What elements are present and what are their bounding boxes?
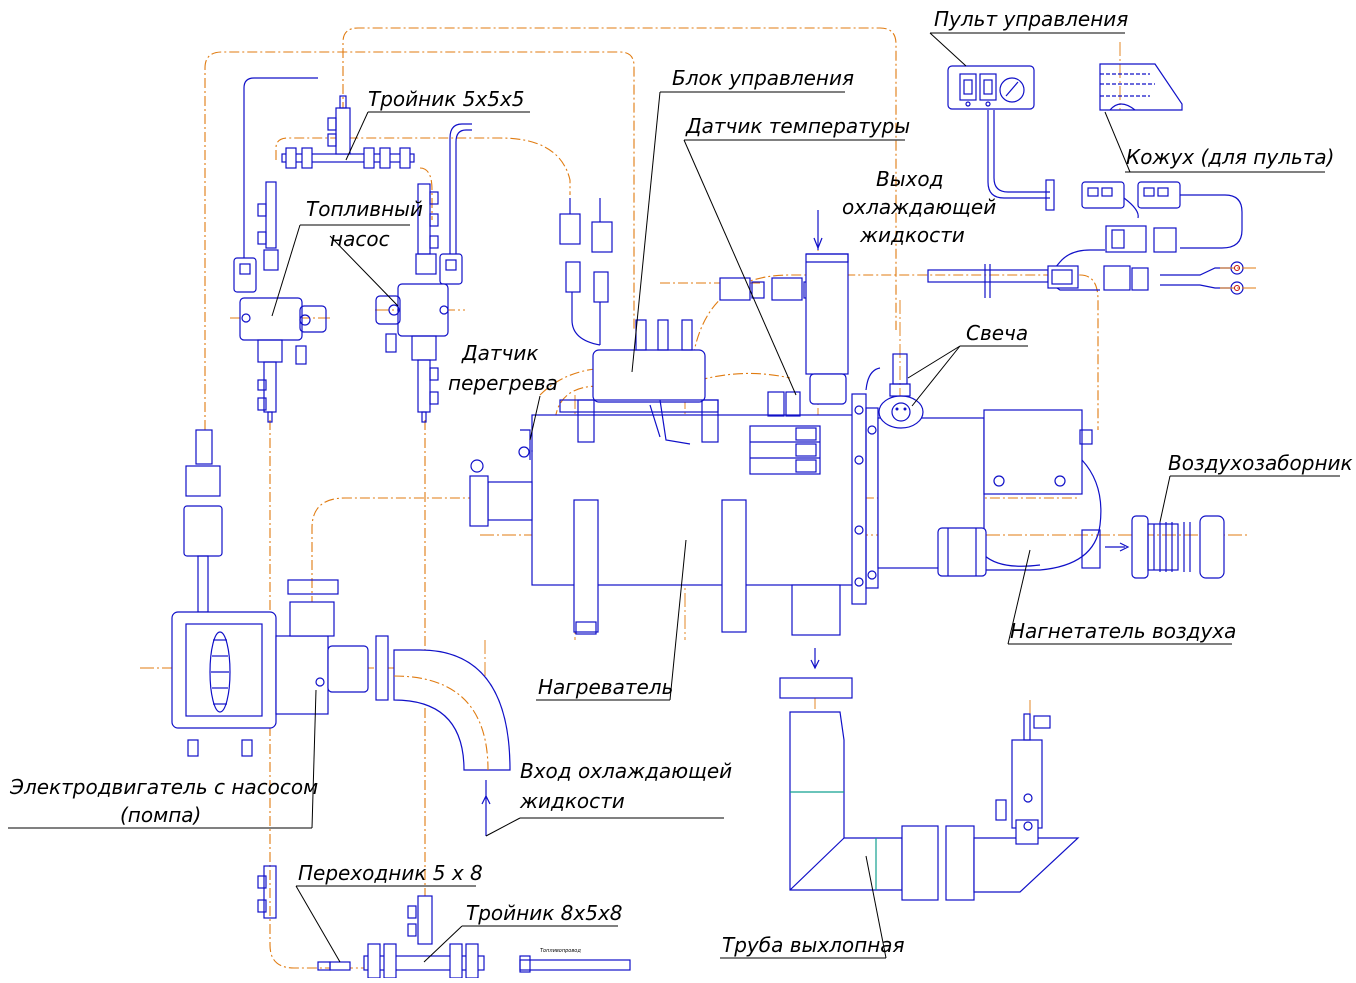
air-intake xyxy=(1105,515,1225,579)
leader-lines xyxy=(8,91,1340,963)
bottom-fuel-assembly xyxy=(257,865,631,979)
heater-body xyxy=(469,210,855,636)
label-temp-sensor: Датчик температуры xyxy=(685,114,910,138)
label-control-unit: Блок управления xyxy=(672,66,854,90)
exhaust-pipe xyxy=(779,648,1080,901)
label-tee-8x5x8: Тройник 8х5х8 xyxy=(466,901,623,925)
fuel-pump-left xyxy=(233,77,327,423)
tee-5x5x5 xyxy=(281,95,415,169)
label-coolant-out-line3: жидкости xyxy=(859,223,965,247)
fuel-pump-right xyxy=(375,123,472,423)
label-air-intake: Воздухозаборник xyxy=(1168,451,1353,475)
label-coolant-out-line2: охлаждающей xyxy=(842,195,996,219)
label-coolant-out-line1: Выход xyxy=(876,167,943,191)
label-overheat-line2: перегрева xyxy=(448,371,558,395)
burner-blower xyxy=(851,353,1102,605)
label-coolant-in-line2: жидкости xyxy=(519,789,625,813)
label-tee-5x5x5: Тройник 5х5х5 xyxy=(368,87,525,111)
label-adapter: Переходник 5 х 8 xyxy=(298,861,483,885)
label-fuel-line: Топливопровод xyxy=(540,948,581,954)
label-blower: Нагнетатель воздуха xyxy=(1010,619,1236,643)
labels: Пульт управления Блок управления Тройник… xyxy=(9,7,1353,957)
wiring-harness xyxy=(719,225,1256,301)
label-glow-plug: Свеча xyxy=(966,321,1028,345)
label-coolant-in-line1: Вход охлаждающей xyxy=(520,759,732,783)
label-panel-cover: Кожух (для пульта) xyxy=(1126,145,1334,169)
label-fuel-pump-line2: насос xyxy=(330,227,390,251)
control-panel xyxy=(929,32,1243,249)
label-motor-pump-line1: Электродвигатель с насосом xyxy=(9,775,318,799)
label-control-panel: Пульт управления xyxy=(934,7,1128,31)
label-heater: Нагреватель xyxy=(538,675,673,699)
motor-pump xyxy=(171,429,389,757)
sensor-connectors xyxy=(559,198,613,346)
coolant-inlet-elbow xyxy=(393,649,511,836)
label-overheat-line1: Датчик xyxy=(461,341,538,365)
panel-cover xyxy=(1099,63,1325,173)
label-motor-pump-line2: (помпа) xyxy=(120,803,201,827)
label-fuel-pump-line1: Топливный xyxy=(306,197,423,221)
label-exhaust-pipe: Труба выхлопная xyxy=(722,933,905,957)
